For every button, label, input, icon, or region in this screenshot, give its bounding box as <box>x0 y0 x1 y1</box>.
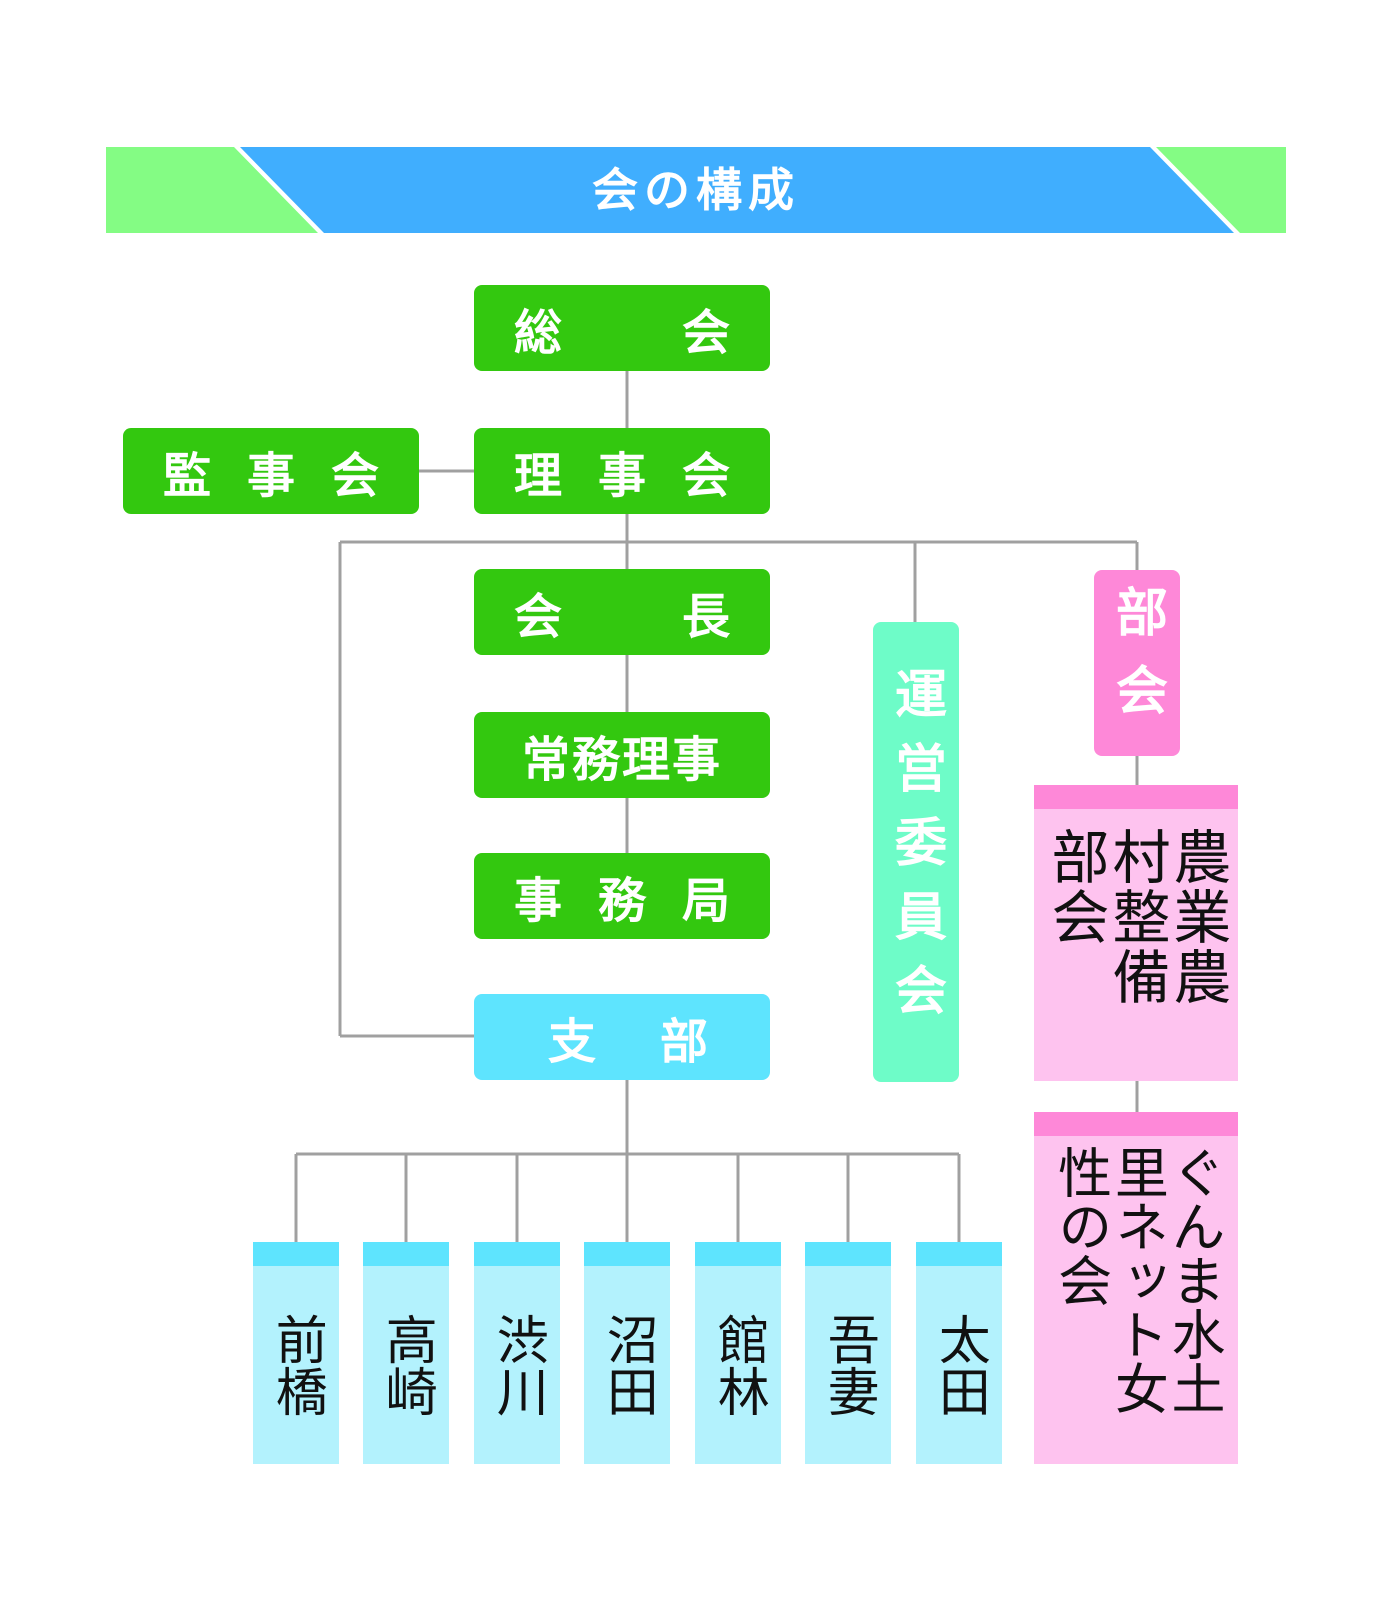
branch-takasaki: 高崎 <box>363 1242 449 1464</box>
branch-cap <box>253 1242 339 1266</box>
node-jimukyoku: 事 務 局 <box>474 853 770 939</box>
group-cap <box>1034 785 1238 809</box>
node-soukai: 総 会 <box>474 285 770 371</box>
branch-maebashi: 前橋 <box>253 1242 339 1464</box>
node-rijikai: 理 事 会 <box>474 428 770 514</box>
branch-cap <box>695 1242 781 1266</box>
node-unei-iinkai: 運営委員会 <box>873 622 959 1082</box>
node-kanjikai: 監 事 会 <box>123 428 419 514</box>
branch-cap <box>363 1242 449 1266</box>
branch-tatebayashi: 館林 <box>695 1242 781 1464</box>
branch-cap <box>584 1242 670 1266</box>
branch-numata: 沼田 <box>584 1242 670 1464</box>
group-cap <box>1034 1112 1238 1136</box>
group-guma-midori-net-josei-no-kai: ぐんま水土里ネット女性の会 <box>1034 1112 1238 1464</box>
branch-ota: 太田 <box>916 1242 1002 1464</box>
branch-shibukawa: 渋川 <box>474 1242 560 1464</box>
title-banner <box>106 147 1286 233</box>
node-kaichou: 会 長 <box>474 569 770 655</box>
page-title: 会の構成 <box>592 163 800 217</box>
branch-cap <box>916 1242 1002 1266</box>
node-shibu: 支 部 <box>474 994 770 1080</box>
node-joumu-riji: 常務理事 <box>474 712 770 798</box>
group-nougyou-nouson-seibi-bukai: 農業農村整備部会 <box>1034 785 1238 1081</box>
node-bukai: 部会 <box>1094 570 1180 756</box>
branch-cap <box>805 1242 891 1266</box>
branch-cap <box>474 1242 560 1266</box>
branch-agatsuma: 吾妻 <box>805 1242 891 1464</box>
